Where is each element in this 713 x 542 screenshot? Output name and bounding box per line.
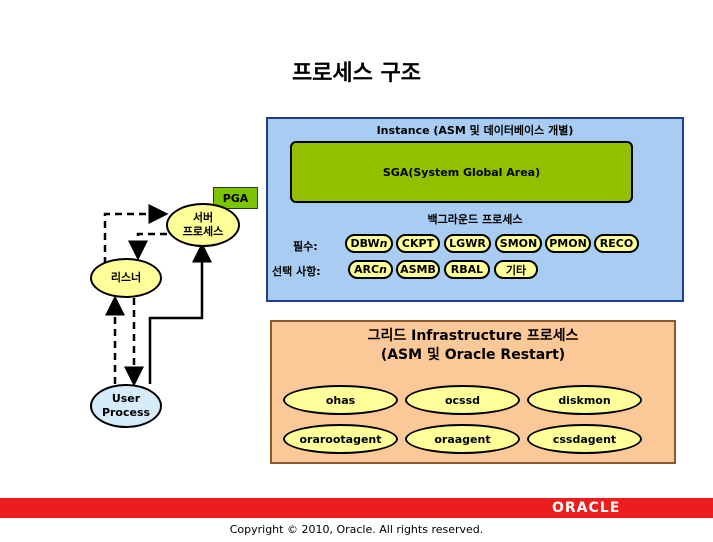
user-process-line1: User — [111, 392, 141, 405]
sga-box: SGA(System Global Area) — [290, 141, 633, 203]
server-process-line1: 서버 — [192, 211, 214, 224]
process-ckpt: CKPT — [396, 234, 440, 253]
arrow-user-to-server — [148, 242, 212, 384]
grid-process-ohas: ohas — [283, 385, 398, 415]
oracle-logo: ORACLE — [552, 500, 621, 516]
grid-title-line1: 그리드 Infrastructure 프로세스 — [367, 328, 579, 344]
server-process-line2: 프로세스 — [182, 225, 224, 238]
grid-process-diskmon: diskmon — [527, 385, 642, 415]
page-title: 프로세스 구조 — [291, 61, 422, 86]
process-pmon: PMON — [545, 234, 591, 253]
instance-label: Instance (ASM 및 데이터베이스 개별) — [376, 124, 574, 137]
process-rbal: RBAL — [444, 260, 490, 279]
pga-box: PGA — [213, 187, 258, 209]
grid-process-orarootagent: orarootagent — [283, 424, 398, 454]
process-other: 기타 — [494, 260, 538, 279]
grid-process-ocssd: ocssd — [405, 385, 520, 415]
user-process-line2: Process — [101, 406, 151, 419]
grid-title-line2: (ASM 및 Oracle Restart) — [380, 347, 566, 363]
required-label: 필수: — [293, 240, 318, 253]
arrow-listener-to-server — [103, 204, 169, 264]
process-asmb: ASMB — [396, 260, 440, 279]
listener-node: 리스너 — [90, 258, 162, 298]
process-smon: SMON — [495, 234, 542, 253]
grid-process-cssdagent: cssdagent — [527, 424, 642, 454]
arrow-server-to-listener — [128, 232, 167, 261]
copyright-text: Copyright © 2010, Oracle. All rights res… — [229, 523, 484, 536]
grid-process-oraagent: oraagent — [405, 424, 520, 454]
footer-bar — [0, 498, 713, 518]
process-lgwr: LGWR — [444, 234, 491, 253]
optional-label: 선택 사항: — [272, 265, 321, 278]
process-reco: RECO — [594, 234, 639, 253]
background-processes-label: 백그라운드 프로세스 — [427, 213, 523, 226]
grid-infrastructure-title: 그리드 Infrastructure 프로세스 (ASM 및 Oracle Re… — [270, 327, 676, 365]
